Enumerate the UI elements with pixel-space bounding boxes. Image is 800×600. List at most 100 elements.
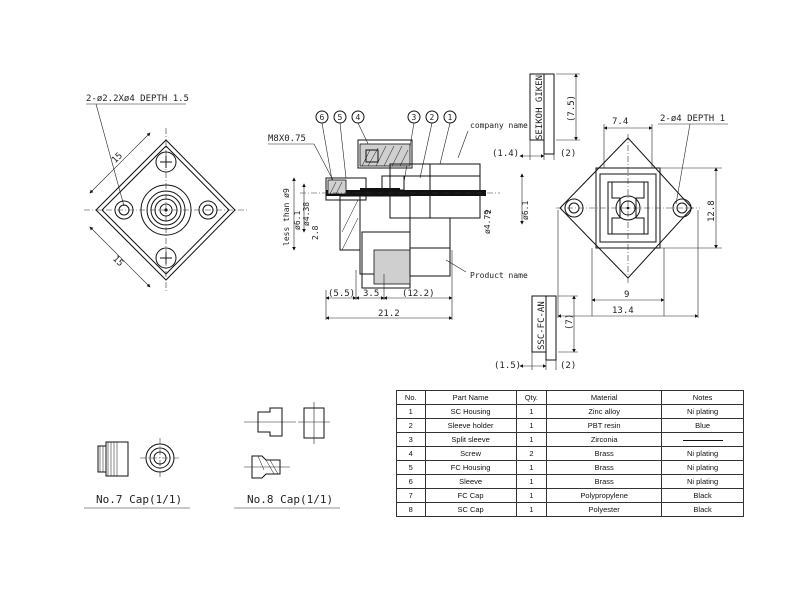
svg-text:ø6.1: ø6.1: [521, 201, 530, 220]
table-row: 8 SC Cap 1 Polyester Black: [396, 502, 744, 517]
svg-text:(7.5): (7.5): [567, 95, 577, 122]
empty-note-rule: [682, 439, 723, 441]
marking-bottom-text: SSC-FC-AN: [537, 301, 547, 350]
cell-no: 1: [396, 404, 426, 419]
cell-name: SC Cap: [424, 502, 517, 517]
cap-no8-label: No.8 Cap(1/1): [247, 493, 333, 506]
svg-text:9: 9: [624, 290, 629, 300]
svg-text:2: 2: [484, 209, 493, 214]
svg-text:12.8: 12.8: [707, 200, 717, 222]
bottom-dims: (5.5) 3.5 (12.2) 21.2: [325, 250, 453, 320]
cell-notes: Ni plating: [661, 446, 744, 461]
front-hole-note: 2-ø2.2Xø4 DEPTH 1.5: [86, 94, 189, 104]
cell-qty: 1: [515, 418, 548, 433]
company-name-label: company name: [470, 121, 528, 130]
svg-text:2.8: 2.8: [311, 225, 320, 240]
svg-text:ø4.38: ø4.38: [302, 202, 311, 226]
cell-qty: 2: [515, 446, 548, 461]
cell-material: Zirconia: [546, 432, 663, 447]
cell-qty: 1: [515, 502, 548, 517]
table-row: 6 Sleeve 1 Brass Ni plating: [396, 474, 744, 489]
cell-material: Brass: [546, 460, 663, 475]
cell-name: Sleeve: [424, 474, 517, 489]
cell-no: 7: [396, 488, 426, 503]
svg-text:(5.5): (5.5): [328, 289, 355, 299]
table-row: 5 FC Housing 1 Brass Ni plating: [396, 460, 744, 475]
cell-qty: 1: [515, 432, 548, 447]
svg-text:6: 6: [320, 113, 325, 122]
cell-name: SC Housing: [424, 404, 517, 419]
svg-text:ø4.79: ø4.79: [483, 210, 492, 234]
svg-text:1: 1: [448, 113, 453, 122]
cell-material: Brass: [546, 474, 663, 489]
cap-no8: No.8 Cap(1/1): [234, 402, 340, 509]
cap-no7-label: No.7 Cap(1/1): [96, 493, 182, 506]
cell-material: Polypropylene: [546, 488, 663, 503]
cell-notes: Ni plating: [661, 474, 744, 489]
cell-no: 3: [396, 432, 426, 447]
marking-top-text: SEIKOH GIKEN: [535, 75, 545, 140]
cell-qty: 1: [515, 404, 548, 419]
cell-notes: Black: [661, 488, 744, 503]
cell-notes: Ni plating: [661, 404, 744, 419]
section-view: 6 5 4 3 2 1 M8X0.75 company name: [268, 110, 530, 320]
table-header-row: No. Part Name Qty. Material Notes: [396, 390, 744, 405]
svg-text:3: 3: [412, 113, 417, 122]
svg-text:5: 5: [338, 113, 343, 122]
svg-text:13.4: 13.4: [612, 306, 634, 316]
svg-text:(2): (2): [560, 361, 576, 371]
cell-name: Screw: [424, 446, 517, 461]
cell-notes-empty: [661, 432, 744, 447]
cell-name: Sleeve holder: [424, 418, 517, 433]
svg-text:3.5: 3.5: [363, 289, 379, 299]
cell-name: FC Cap: [424, 488, 517, 503]
table-row: 3 Split sleeve 1 Zirconia: [396, 432, 744, 447]
cell-no: 5: [396, 460, 426, 475]
cell-qty: 1: [515, 488, 548, 503]
cell-no: 2: [396, 418, 426, 433]
cell-no: 4: [396, 446, 426, 461]
col-notes: Notes: [661, 390, 744, 405]
front-view: 2-ø2.2Xø4 DEPTH 1.5 15 15: [84, 94, 248, 292]
table-row: 4 Screw 2 Brass Ni plating: [396, 446, 744, 461]
table-row: 7 FC Cap 1 Polypropylene Black: [396, 488, 744, 503]
cell-material: PBT resin: [546, 418, 663, 433]
col-qty: Qty.: [515, 390, 548, 405]
marking-top: SEIKOH GIKEN (7.5) (1.4) (2): [492, 73, 580, 160]
svg-text:4: 4: [356, 113, 361, 122]
cell-no: 6: [396, 474, 426, 489]
product-name-label: Product name: [470, 271, 528, 280]
side-view: 2-ø4 DEPTH 1 7.4 12.8 9 13.4: [556, 114, 728, 318]
cell-notes: Black: [661, 502, 744, 517]
svg-text:(1.4): (1.4): [492, 149, 519, 159]
svg-text:2: 2: [430, 113, 435, 122]
thread-spec: M8X0.75: [268, 134, 306, 144]
svg-text:(2): (2): [560, 149, 576, 159]
col-no: No.: [396, 390, 426, 405]
marking-bottom: SSC-FC-AN (7) (1.5) (2): [494, 295, 578, 371]
col-material: Material: [546, 390, 663, 405]
svg-text:(7): (7): [565, 314, 575, 330]
svg-text:(1.5): (1.5): [494, 361, 521, 371]
cell-material: Polyester: [546, 502, 663, 517]
cell-qty: 1: [515, 460, 548, 475]
cell-qty: 1: [515, 474, 548, 489]
overall-length: 21.2: [378, 309, 400, 319]
svg-text:(12.2): (12.2): [402, 289, 435, 299]
cell-no: 8: [396, 502, 426, 517]
cell-name: FC Housing: [424, 460, 517, 475]
cell-material: Brass: [546, 446, 663, 461]
parts-table: No. Part Name Qty. Material Notes 1 SC H…: [396, 390, 744, 517]
svg-text:ø6.1: ø6.1: [293, 211, 302, 230]
vertical-dims: less than ø9 ø6.1 ø4.38 2.8 ø4.79 ø6.1 2: [282, 173, 530, 251]
cell-notes: Ni plating: [661, 460, 744, 475]
cell-name: Split sleeve: [424, 432, 517, 447]
front-dim-bottom: 15: [110, 254, 125, 269]
svg-text:less than ø9: less than ø9: [282, 188, 291, 246]
table-row: 1 SC Housing 1 Zinc alloy Ni plating: [396, 404, 744, 419]
cell-notes: Blue: [661, 418, 744, 433]
side-hole-note: 2-ø4 DEPTH 1: [660, 114, 725, 124]
svg-text:7.4: 7.4: [612, 117, 628, 127]
cap-no7: No.7 Cap(1/1): [84, 438, 190, 509]
